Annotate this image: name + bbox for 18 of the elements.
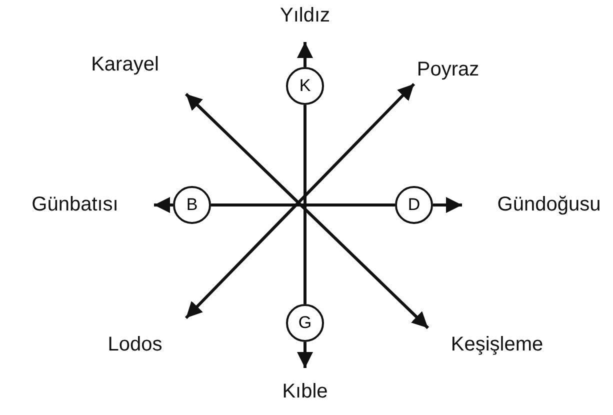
connector-line xyxy=(304,105,306,304)
direction-circle: K xyxy=(286,67,324,105)
arrow xyxy=(297,42,313,67)
wind-name: Günbatısı xyxy=(32,194,118,216)
wind-name: Gündoğusu xyxy=(497,194,601,216)
wind-name: Kıble xyxy=(282,380,328,404)
direction-circle: D xyxy=(395,186,433,224)
wind-name: Poyraz xyxy=(416,58,480,82)
wind-name: Karayel xyxy=(91,54,159,76)
arrow xyxy=(154,197,173,213)
wind-name: Lodos xyxy=(108,334,162,356)
arrow xyxy=(297,342,313,368)
direction-circle: G xyxy=(286,304,324,342)
arrow xyxy=(433,197,462,213)
wind-name: Keşişleme xyxy=(450,334,544,356)
direction-circle: B xyxy=(173,186,211,224)
connector-line xyxy=(211,204,395,206)
wind-name: Yıldız xyxy=(280,4,330,28)
